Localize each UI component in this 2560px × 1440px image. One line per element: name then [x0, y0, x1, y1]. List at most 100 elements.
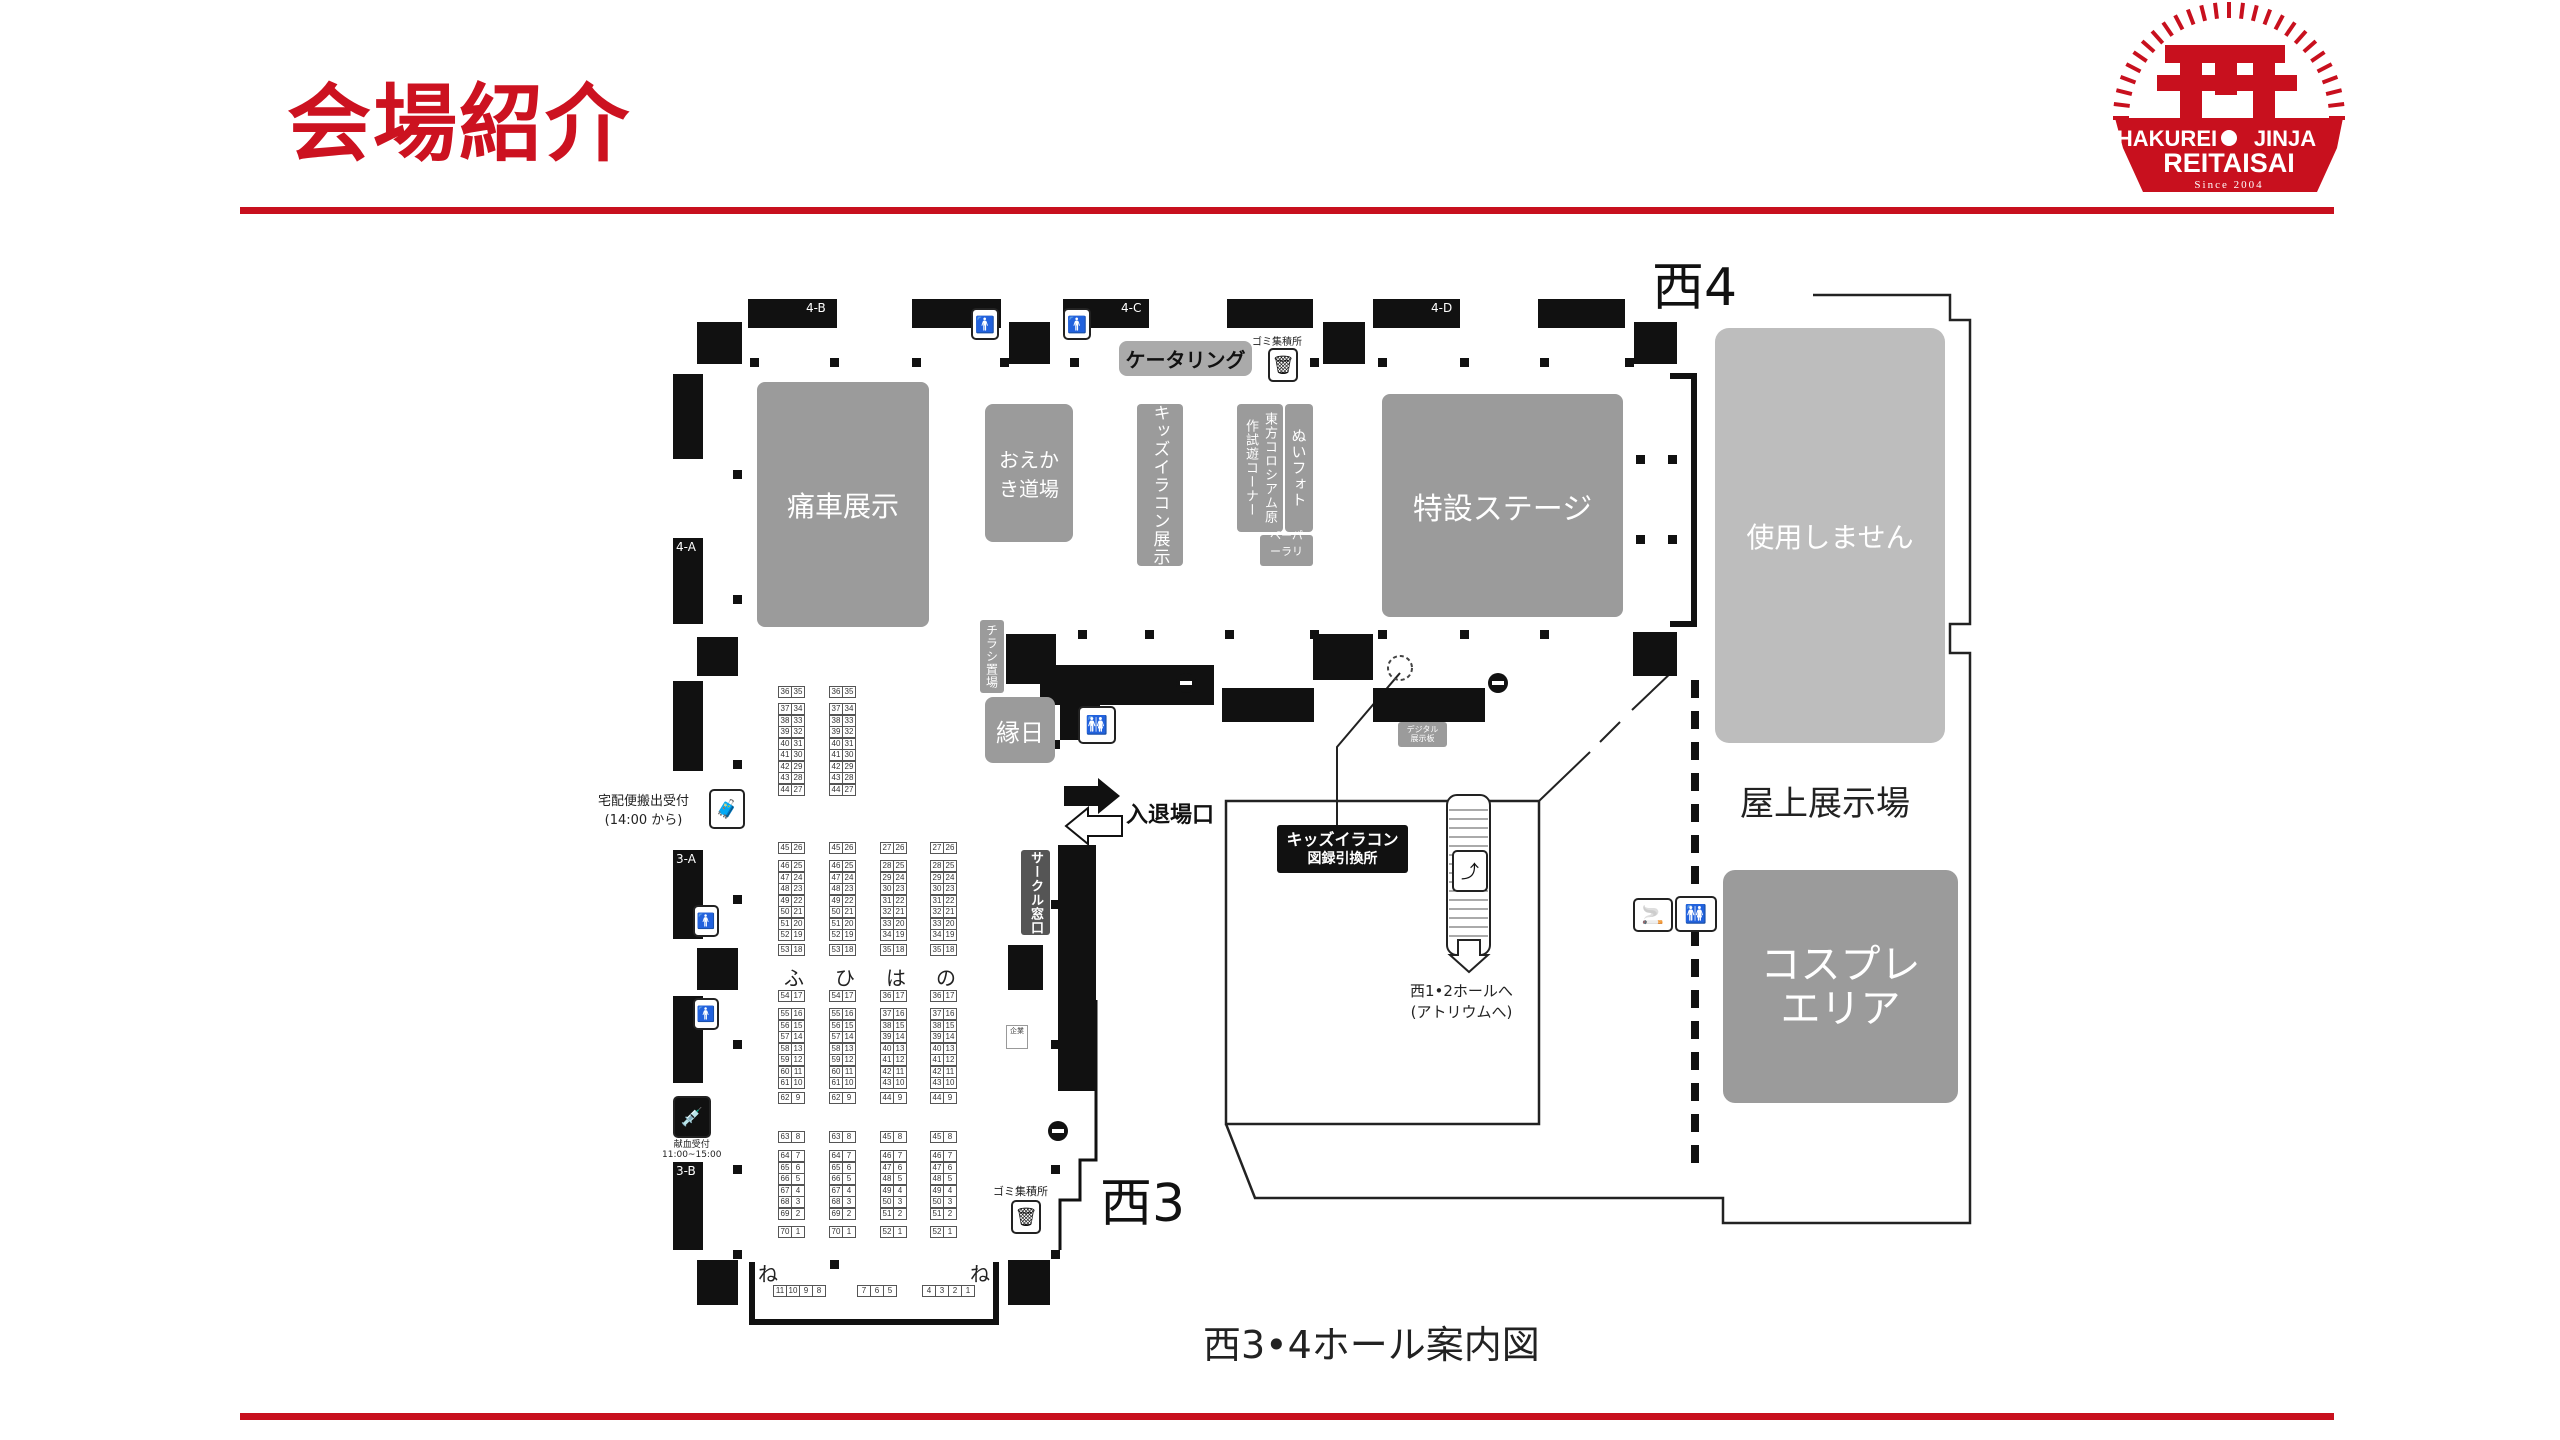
booth-cell[interactable]: 23 — [842, 883, 856, 895]
booth-cell[interactable]: 1 — [893, 1226, 907, 1238]
booth-cell[interactable]: 14 — [791, 1031, 805, 1043]
booth-cell[interactable]: 31 — [880, 894, 894, 907]
booth-cell[interactable]: 38 — [880, 1019, 894, 1032]
booth-cell[interactable]: 42 — [778, 760, 792, 773]
booth-cell[interactable]: 64 — [778, 1150, 792, 1162]
booth-cell[interactable]: 36 — [880, 990, 894, 1002]
booth-cell[interactable]: 31 — [930, 894, 944, 907]
booth-cell[interactable]: 13 — [791, 1042, 805, 1055]
booth-cell[interactable]: 37 — [930, 1008, 944, 1020]
booth-cell[interactable]: 44 — [930, 1092, 944, 1104]
booth-cell[interactable]: 8 — [893, 1131, 907, 1143]
booth-cell[interactable]: 46 — [829, 860, 843, 872]
booth-cell[interactable]: 5 — [893, 1173, 907, 1185]
booth-cell[interactable]: 21 — [791, 906, 805, 918]
booth-cell[interactable]: 45 — [880, 1131, 894, 1143]
booth-cell[interactable]: 51 — [829, 917, 843, 930]
booth-cell[interactable]: 45 — [829, 842, 843, 854]
booth-cell[interactable]: 56 — [829, 1019, 843, 1032]
booth-cell[interactable]: 14 — [842, 1031, 856, 1043]
booth-cell[interactable]: 32 — [880, 906, 894, 918]
booth-cell[interactable]: 5 — [791, 1173, 805, 1185]
booth-cell[interactable]: 58 — [778, 1042, 792, 1055]
booth-cell[interactable]: 26 — [842, 842, 856, 854]
booth-cell[interactable]: 25 — [943, 860, 957, 872]
booth-cell[interactable]: 65 — [778, 1161, 792, 1174]
booth-cell[interactable]: 9 — [791, 1092, 805, 1104]
booth-cell[interactable]: 42 — [829, 760, 843, 773]
booth-cell[interactable]: 45 — [930, 1131, 944, 1143]
booth-cell[interactable]: 51 — [778, 917, 792, 930]
booth-cell[interactable]: 35 — [791, 686, 805, 698]
booth-cell[interactable]: 20 — [791, 917, 805, 930]
booth-cell[interactable]: 8 — [791, 1131, 805, 1143]
booth-cell[interactable]: 17 — [943, 990, 957, 1002]
booth-cell[interactable]: 33 — [880, 917, 894, 930]
booth-cell[interactable]: 36 — [930, 990, 944, 1002]
booth-cell[interactable]: 37 — [880, 1008, 894, 1020]
booth-cell[interactable]: 17 — [842, 990, 856, 1002]
booth-cell[interactable]: 39 — [930, 1031, 944, 1043]
booth-cell[interactable]: 8 — [812, 1285, 826, 1297]
booth-cell[interactable]: 62 — [778, 1092, 792, 1104]
booth-cell[interactable]: 49 — [930, 1184, 944, 1197]
booth-cell[interactable]: 10 — [786, 1285, 800, 1297]
booth-cell[interactable]: 48 — [930, 1173, 944, 1185]
booth-cell[interactable]: 69 — [778, 1207, 792, 1220]
booth-cell[interactable]: 66 — [778, 1173, 792, 1185]
booth-cell[interactable]: 21 — [842, 906, 856, 918]
booth-cell[interactable]: 40 — [880, 1042, 894, 1055]
booth-cell[interactable]: 38 — [930, 1019, 944, 1032]
booth-cell[interactable]: 34 — [930, 929, 944, 941]
booth-cell[interactable]: 8 — [842, 1131, 856, 1143]
booth-cell[interactable]: 63 — [829, 1131, 843, 1143]
booth-cell[interactable]: 4 — [893, 1184, 907, 1197]
booth-cell[interactable]: 18 — [842, 944, 856, 956]
booth-cell[interactable]: 55 — [778, 1008, 792, 1020]
booth-cell[interactable]: 4 — [791, 1184, 805, 1197]
booth-cell[interactable]: 9 — [799, 1285, 813, 1297]
booth-cell[interactable]: 10 — [842, 1077, 856, 1089]
booth-cell[interactable]: 50 — [880, 1196, 894, 1208]
booth-cell[interactable]: 31 — [791, 737, 805, 750]
booth-cell[interactable]: 48 — [880, 1173, 894, 1185]
booth-cell[interactable]: 11 — [943, 1065, 957, 1078]
booth-cell[interactable]: 47 — [930, 1161, 944, 1174]
booth-cell[interactable]: 10 — [943, 1077, 957, 1089]
booth-cell[interactable]: 29 — [791, 760, 805, 773]
booth-cell[interactable]: 13 — [943, 1042, 957, 1055]
booth-cell[interactable]: 39 — [880, 1031, 894, 1043]
booth-cell[interactable]: 24 — [791, 871, 805, 884]
booth-cell[interactable]: 27 — [880, 842, 894, 854]
booth-cell[interactable]: 28 — [880, 860, 894, 872]
booth-cell[interactable]: 50 — [930, 1196, 944, 1208]
booth-cell[interactable]: 16 — [893, 1008, 907, 1020]
booth-cell[interactable]: 1 — [943, 1226, 957, 1238]
booth-cell[interactable]: 34 — [791, 703, 805, 715]
booth-cell[interactable]: 29 — [842, 760, 856, 773]
booth-cell[interactable]: 3 — [943, 1196, 957, 1208]
booth-cell[interactable]: 32 — [842, 726, 856, 738]
booth-cell[interactable]: 30 — [880, 883, 894, 895]
booth-cell[interactable]: 52 — [880, 1226, 894, 1238]
booth-cell[interactable]: 4 — [922, 1285, 936, 1297]
booth-cell[interactable]: 5 — [943, 1173, 957, 1185]
booth-cell[interactable]: 36 — [778, 686, 792, 698]
booth-cell[interactable]: 13 — [842, 1042, 856, 1055]
booth-cell[interactable]: 59 — [829, 1054, 843, 1066]
booth-cell[interactable]: 70 — [829, 1226, 843, 1238]
booth-cell[interactable]: 14 — [893, 1031, 907, 1043]
booth-cell[interactable]: 23 — [943, 883, 957, 895]
booth-cell[interactable]: 68 — [829, 1196, 843, 1208]
booth-cell[interactable]: 6 — [842, 1161, 856, 1174]
booth-cell[interactable]: 44 — [778, 783, 792, 796]
booth-cell[interactable]: 16 — [842, 1008, 856, 1020]
booth-cell[interactable]: 22 — [943, 894, 957, 907]
booth-cell[interactable]: 61 — [778, 1077, 792, 1089]
booth-cell[interactable]: 26 — [943, 842, 957, 854]
booth-cell[interactable]: 12 — [943, 1054, 957, 1066]
booth-cell[interactable]: 42 — [930, 1065, 944, 1078]
booth-cell[interactable]: 49 — [829, 894, 843, 907]
booth-cell[interactable]: 45 — [778, 842, 792, 854]
booth-cell[interactable]: 6 — [870, 1285, 884, 1297]
